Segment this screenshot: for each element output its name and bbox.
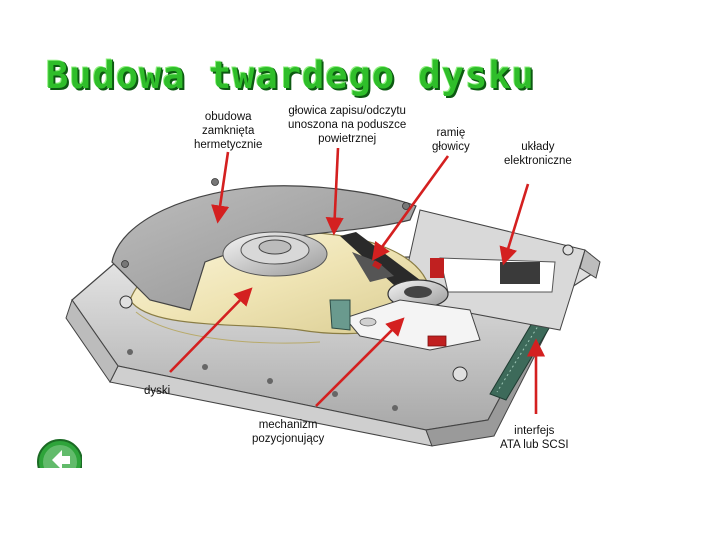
label-mechanizm: mechanizm pozycjonujący	[252, 419, 325, 445]
callout-arrows	[169, 147, 546, 414]
label-ramie: ramię głowicy	[432, 127, 470, 153]
back-nav-button[interactable]	[36, 438, 82, 468]
head-actuator	[329, 232, 481, 351]
arrow-left-icon	[37, 439, 82, 468]
label-interfejs: interfejs ATA lub SCSI	[500, 425, 569, 451]
electronics-block	[399, 209, 601, 331]
arrow-uklady	[499, 183, 530, 266]
spindle-hub	[222, 231, 328, 277]
arrow-obudowa	[211, 151, 230, 224]
screws	[119, 244, 574, 382]
arrow-ramie	[371, 155, 450, 261]
arrow-dyski	[169, 287, 253, 373]
page-title: Budowa twardego dysku	[46, 54, 535, 97]
arrow-mechanizm	[315, 317, 405, 407]
label-dyski: dyski	[144, 385, 171, 397]
arrow-glowica	[325, 147, 344, 236]
label-obudowa: obudowa zamknięta hermetycznie	[194, 111, 263, 151]
label-glowica: głowica zapisu/odczytu unoszona na podus…	[288, 105, 407, 145]
label-uklady: układy elektroniczne	[504, 141, 572, 167]
